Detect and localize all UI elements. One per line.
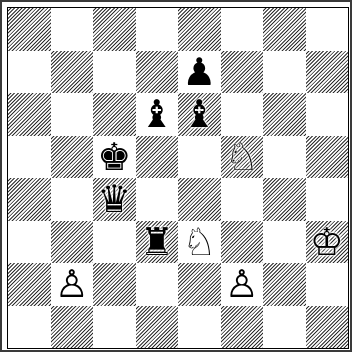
white-knight-icon[interactable]: ♘ <box>225 138 259 176</box>
square-f5[interactable]: ♘ <box>221 136 264 179</box>
square-a8[interactable] <box>8 8 51 51</box>
black-pawn-icon[interactable]: ♟ <box>182 53 216 91</box>
square-c1[interactable] <box>93 306 136 349</box>
square-b7[interactable] <box>51 51 94 94</box>
square-b5[interactable] <box>51 136 94 179</box>
white-king-icon[interactable]: ♔ <box>310 223 344 261</box>
square-g8[interactable] <box>263 8 306 51</box>
square-c6[interactable] <box>93 93 136 136</box>
white-knight-icon[interactable]: ♘ <box>182 223 216 261</box>
square-h6[interactable] <box>306 93 349 136</box>
square-g4[interactable] <box>263 178 306 221</box>
black-rook-icon[interactable]: ♜ <box>140 223 174 261</box>
square-g6[interactable] <box>263 93 306 136</box>
square-a7[interactable] <box>8 51 51 94</box>
black-bishop-icon[interactable]: ♝ <box>140 95 174 133</box>
square-g3[interactable] <box>263 221 306 264</box>
square-f4[interactable] <box>221 178 264 221</box>
square-c4[interactable]: ♛ <box>93 178 136 221</box>
square-d7[interactable] <box>136 51 179 94</box>
square-e4[interactable] <box>178 178 221 221</box>
square-h3[interactable]: ♔ <box>306 221 349 264</box>
square-h2[interactable] <box>306 263 349 306</box>
square-h7[interactable] <box>306 51 349 94</box>
square-f8[interactable] <box>221 8 264 51</box>
square-c3[interactable] <box>93 221 136 264</box>
square-a1[interactable] <box>8 306 51 349</box>
square-c8[interactable] <box>93 8 136 51</box>
square-b8[interactable] <box>51 8 94 51</box>
square-b1[interactable] <box>51 306 94 349</box>
square-g1[interactable] <box>263 306 306 349</box>
square-d8[interactable] <box>136 8 179 51</box>
chess-board: ♟♝♝♚♘♛♜♘♔♙♙ <box>7 7 349 349</box>
square-c5[interactable]: ♚ <box>93 136 136 179</box>
square-a3[interactable] <box>8 221 51 264</box>
square-d1[interactable] <box>136 306 179 349</box>
square-g2[interactable] <box>263 263 306 306</box>
square-f3[interactable] <box>221 221 264 264</box>
square-e5[interactable] <box>178 136 221 179</box>
square-a2[interactable] <box>8 263 51 306</box>
square-b2[interactable]: ♙ <box>51 263 94 306</box>
square-d2[interactable] <box>136 263 179 306</box>
square-d4[interactable] <box>136 178 179 221</box>
square-f6[interactable] <box>221 93 264 136</box>
square-e6[interactable]: ♝ <box>178 93 221 136</box>
square-g7[interactable] <box>263 51 306 94</box>
square-e7[interactable]: ♟ <box>178 51 221 94</box>
square-h8[interactable] <box>306 8 349 51</box>
square-b6[interactable] <box>51 93 94 136</box>
square-d6[interactable]: ♝ <box>136 93 179 136</box>
white-pawn-icon[interactable]: ♙ <box>225 265 259 303</box>
square-a5[interactable] <box>8 136 51 179</box>
square-f7[interactable] <box>221 51 264 94</box>
black-bishop-icon[interactable]: ♝ <box>182 95 216 133</box>
square-a4[interactable] <box>8 178 51 221</box>
square-g5[interactable] <box>263 136 306 179</box>
square-b3[interactable] <box>51 221 94 264</box>
square-b4[interactable] <box>51 178 94 221</box>
square-c7[interactable] <box>93 51 136 94</box>
square-d5[interactable] <box>136 136 179 179</box>
square-e2[interactable] <box>178 263 221 306</box>
square-f2[interactable]: ♙ <box>221 263 264 306</box>
square-a6[interactable] <box>8 93 51 136</box>
black-queen-icon[interactable]: ♛ <box>97 180 131 218</box>
square-d3[interactable]: ♜ <box>136 221 179 264</box>
square-c2[interactable] <box>93 263 136 306</box>
square-h5[interactable] <box>306 136 349 179</box>
square-h4[interactable] <box>306 178 349 221</box>
square-e8[interactable] <box>178 8 221 51</box>
square-h1[interactable] <box>306 306 349 349</box>
square-f1[interactable] <box>221 306 264 349</box>
black-king-icon[interactable]: ♚ <box>97 138 131 176</box>
square-e3[interactable]: ♘ <box>178 221 221 264</box>
white-pawn-icon[interactable]: ♙ <box>55 265 89 303</box>
square-e1[interactable] <box>178 306 221 349</box>
